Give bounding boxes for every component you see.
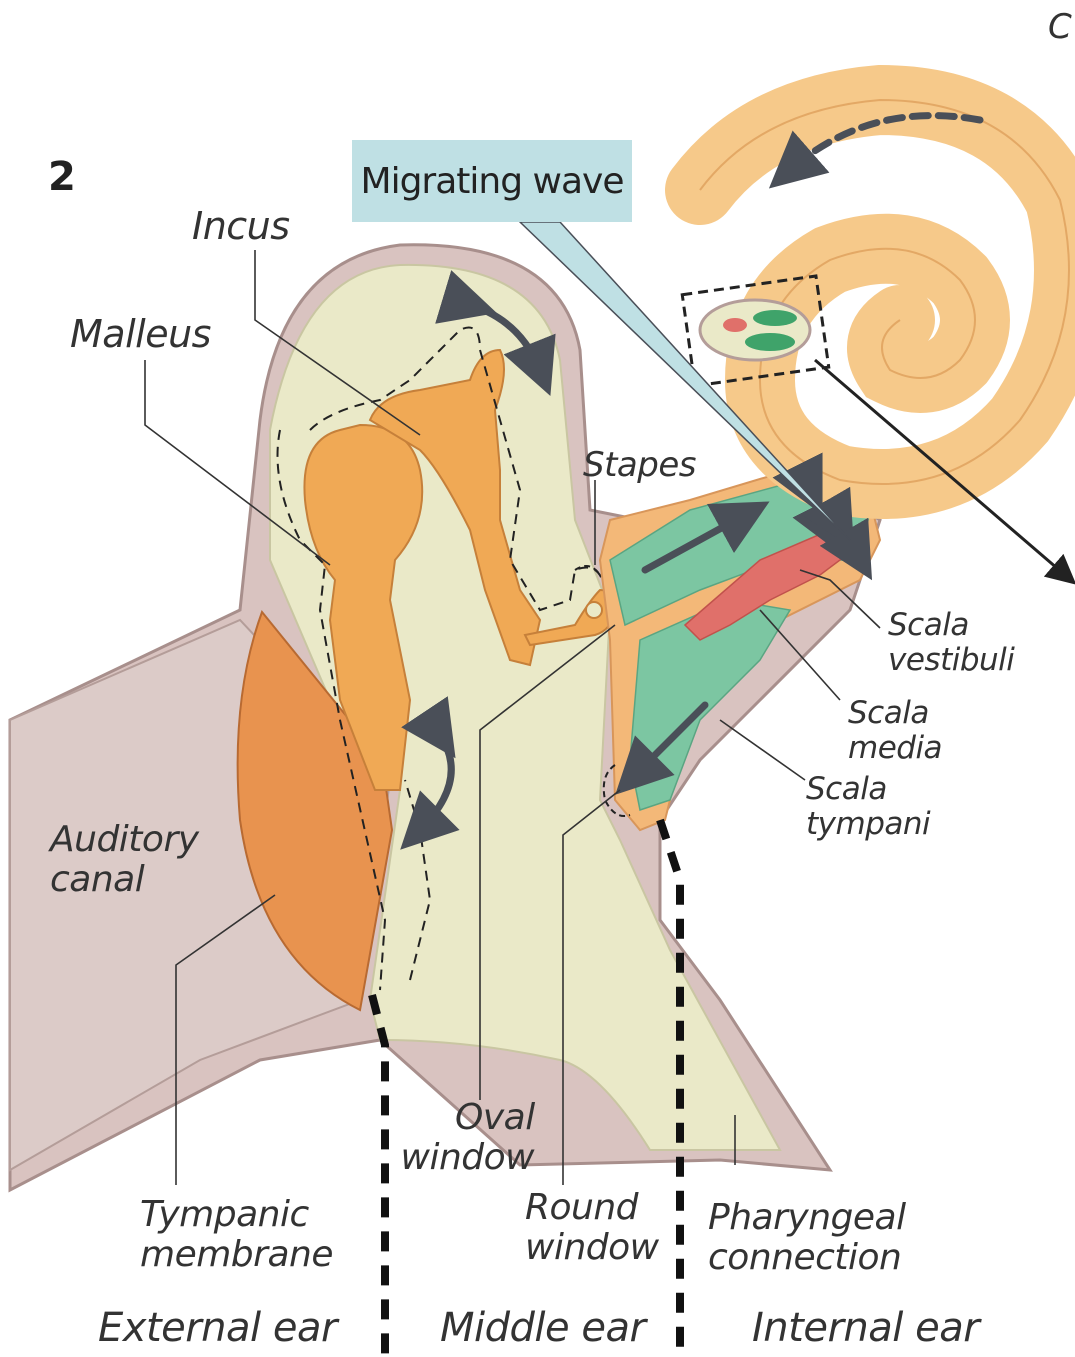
round-window-label: Round window xyxy=(525,1188,659,1269)
auditory-canal-label: Auditory canal xyxy=(50,820,199,901)
cochlea-label-cut: C xyxy=(1048,8,1071,46)
oval-window-label: Oval window xyxy=(400,1098,535,1179)
scala-tympani-label: Scala tympani xyxy=(806,772,930,841)
scala-media-label: Scala media xyxy=(848,696,942,765)
figure-number: 2 xyxy=(48,154,76,200)
incus-label: Incus xyxy=(192,205,290,248)
malleus-label: Malleus xyxy=(70,313,211,356)
external-ear-region: External ear xyxy=(98,1306,337,1351)
pharyngeal-connection-label: Pharyngeal connection xyxy=(708,1198,906,1279)
scala-vestibuli-label: Scala vestibuli xyxy=(888,608,1014,677)
migrating-wave-callout: Migrating wave xyxy=(352,140,632,222)
internal-ear-region: Internal ear xyxy=(752,1306,979,1351)
tympanic-membrane-label: Tympanic membrane xyxy=(140,1195,333,1276)
stapes-label: Stapes xyxy=(583,446,696,484)
middle-ear-region: Middle ear xyxy=(440,1306,645,1351)
cochlea-spiral xyxy=(700,100,1069,484)
